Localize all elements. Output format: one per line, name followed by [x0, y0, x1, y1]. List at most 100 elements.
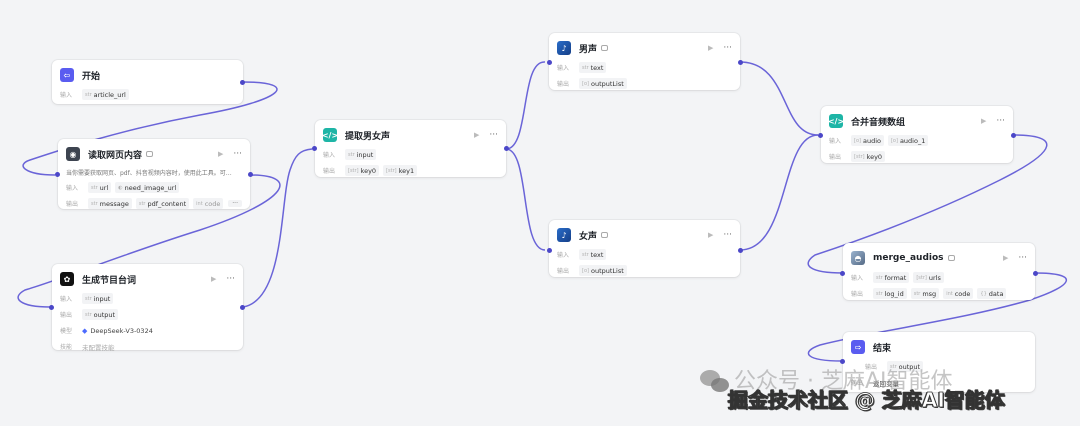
more-button[interactable]: ··· [1018, 253, 1027, 263]
skill-value: 未配置技能 [82, 343, 115, 352]
input-port[interactable] [840, 359, 845, 364]
plugin-badge-icon [601, 45, 609, 51]
edge-female-to-merge-array [739, 134, 819, 251]
start-icon: ⇦ [60, 68, 74, 82]
model-label: 模型 [60, 328, 73, 335]
param-tag: [o]outputList [579, 265, 627, 276]
input-label: 输入 [60, 296, 73, 303]
edge-extract-to-female [505, 148, 546, 251]
node-title: 读取网页内容 [88, 150, 143, 161]
more-button[interactable]: ··· [723, 230, 732, 240]
input-label: 输入 [851, 275, 864, 282]
node-outputs-row: 输出 [str]key0 [str]key1 [323, 165, 498, 176]
input-label: 输入 [557, 65, 570, 72]
input-port[interactable] [312, 146, 317, 151]
watermark-wechat: 公众号 · 芝麻AI智能体 [700, 363, 953, 395]
input-label: 输入 [323, 152, 336, 159]
param-tag: [str]urls [913, 272, 944, 283]
node-description: 当你需要获取网页、pdf、抖音视频内容时，使用此工具。可… [66, 170, 232, 177]
run-button[interactable]: ▶ [474, 131, 480, 139]
param-tag: [o]outputList [579, 78, 627, 89]
input-port[interactable] [55, 172, 60, 177]
node-title: 提取男女声 [345, 131, 391, 142]
input-port[interactable] [547, 60, 552, 65]
run-button[interactable]: ▶ [708, 231, 714, 239]
node-merge-array[interactable]: </> 合并音频数组 ▶ ··· 输入 [o]audio [o]audio_1 … [821, 106, 1013, 163]
input-port[interactable] [818, 133, 823, 138]
output-port[interactable] [1011, 133, 1016, 138]
output-port[interactable] [248, 172, 253, 177]
end-icon: ⇨ [851, 340, 865, 354]
output-port[interactable] [738, 248, 743, 253]
node-outputs-row: 输出 [o]outputList [557, 78, 732, 89]
run-button[interactable]: ▶ [211, 275, 217, 283]
input-label: 输入 [829, 138, 842, 145]
input-label: 输入 [557, 252, 570, 259]
output-port[interactable] [240, 305, 245, 310]
more-button[interactable]: ··· [233, 149, 242, 159]
edge-male-to-merge-array [739, 61, 819, 136]
output-port[interactable] [1033, 271, 1038, 276]
voice-icon: ♪ [557, 41, 571, 55]
voice-icon: ♪ [557, 228, 571, 242]
node-read-web[interactable]: ◉ 读取网页内容 ▶ ··· 当你需要获取网页、pdf、抖音视频内容时，使用此工… [58, 139, 250, 209]
model-name: DeepSeek-V3-0324 [90, 326, 153, 335]
more-outputs-button[interactable]: ··· [228, 200, 242, 207]
output-label: 输出 [557, 81, 570, 88]
run-button[interactable]: ▶ [218, 150, 224, 158]
edge-gen-script-to-extract [242, 148, 313, 308]
return-mode-label: 返回变量 [873, 379, 899, 388]
watermark-juejin: 掘金技术社区 @ 芝麻AI智能体 [728, 388, 1006, 413]
run-button[interactable]: ▶ [981, 117, 987, 125]
more-button[interactable]: ··· [226, 274, 235, 284]
output-label: 输出 [323, 168, 336, 175]
output-port[interactable] [504, 146, 509, 151]
more-button[interactable]: ··· [996, 116, 1005, 126]
input-port[interactable] [547, 248, 552, 253]
more-button[interactable]: ··· [723, 43, 732, 53]
param-tag: [str]key0 [345, 165, 380, 176]
node-title: merge_audios [873, 253, 944, 263]
more-button[interactable]: ··· [489, 130, 498, 140]
input-port[interactable] [840, 271, 845, 276]
node-return-row: 输出 返回变量 [851, 377, 1027, 388]
skill-label: 技能 [60, 344, 73, 351]
plugin-badge-icon [947, 255, 955, 261]
node-title: 开始 [82, 71, 101, 82]
output-port[interactable] [240, 80, 245, 85]
run-button[interactable]: ▶ [1003, 254, 1009, 262]
output-port[interactable] [738, 60, 743, 65]
input-port[interactable] [49, 305, 54, 310]
deepseek-icon: ◆ [82, 326, 88, 335]
edge-extract-to-male [505, 61, 546, 150]
input-label: 输入 [60, 92, 73, 99]
input-label: 输入 [66, 185, 79, 192]
code-icon: </> [828, 114, 844, 128]
llm-icon: ✿ [60, 272, 74, 286]
node-title: 女声 [579, 231, 598, 242]
code-icon: </> [322, 128, 338, 142]
node-skill-row: 技能 未配置技能 [60, 341, 235, 352]
run-button[interactable]: ▶ [708, 44, 714, 52]
param-tag: [str]key1 [383, 165, 418, 176]
